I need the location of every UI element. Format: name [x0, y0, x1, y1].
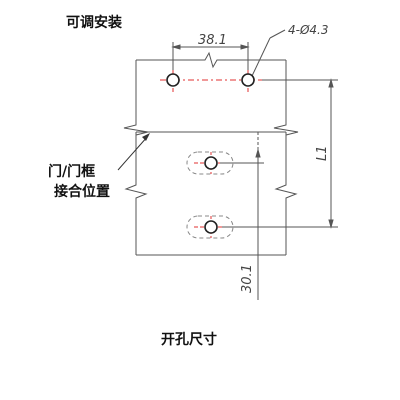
- top-hole-1: [166, 73, 180, 87]
- door-label-arrow: [142, 133, 150, 141]
- door-label-line1: 门/门框: [48, 163, 95, 180]
- hole-spec-leader: [251, 29, 286, 77]
- lower-hole-1: [204, 156, 218, 170]
- caption: 开孔尺寸: [161, 331, 217, 348]
- lower-plate-outline: [124, 132, 298, 256]
- lower-hole-2: [204, 220, 218, 234]
- dim-hole-spacing: [171, 42, 250, 80]
- door-label-line2: 接合位置: [54, 183, 110, 200]
- top-hole-2: [241, 73, 255, 87]
- upper-plate-outline: [123, 51, 299, 136]
- lower-slot-2-outline: [186, 215, 234, 239]
- hole-spec-label: 4-Ø4.3: [288, 23, 329, 37]
- dim-vertical-length: [222, 78, 338, 229]
- title: 可调安装: [66, 14, 123, 31]
- dim-offset: [220, 132, 264, 300]
- dim-offset-label: 30.1: [240, 264, 255, 293]
- door-label-leader: [117, 135, 149, 171]
- lower-slot-1-outline: [186, 151, 234, 175]
- dim-vertical-length-label: L1: [315, 145, 330, 161]
- dim-hole-spacing-label: 38.1: [198, 33, 227, 48]
